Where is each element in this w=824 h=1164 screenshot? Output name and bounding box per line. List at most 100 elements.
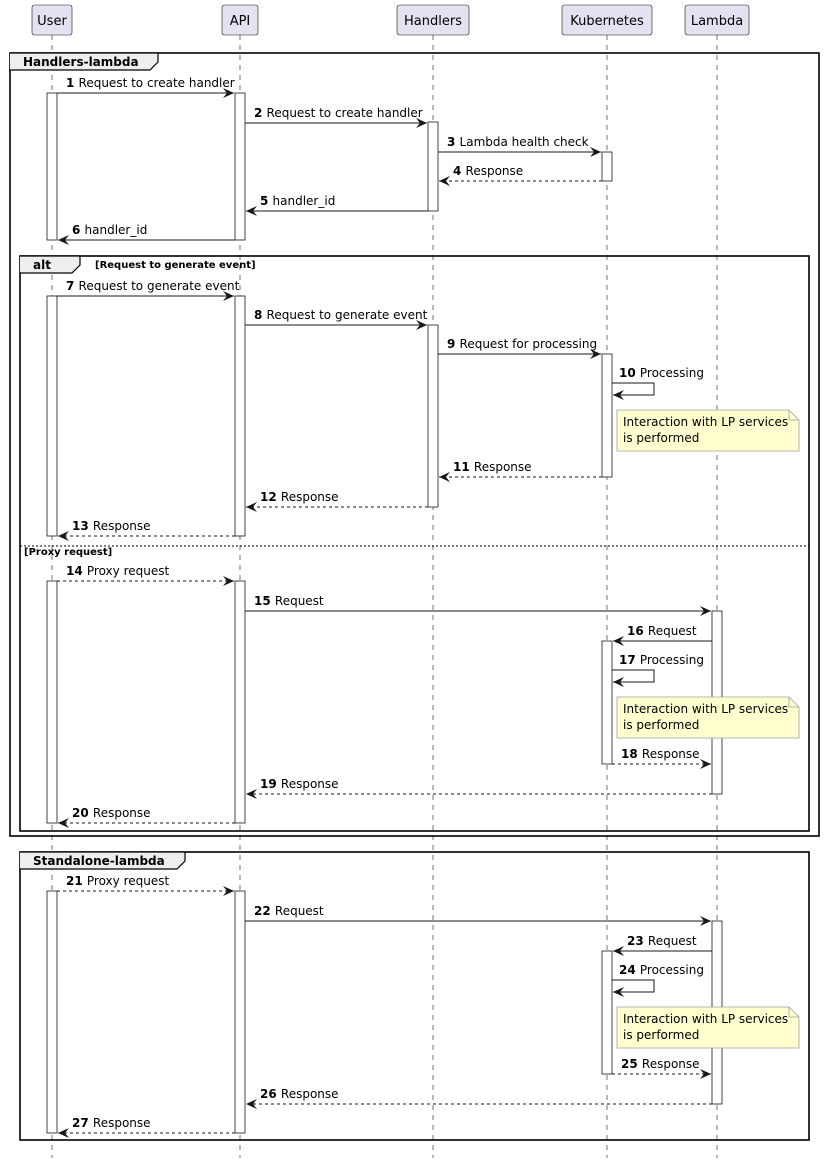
message-text: Processing [640, 366, 704, 380]
message-text: Request to create handler [267, 106, 423, 120]
message-label: 8 Request to generate event [254, 308, 428, 322]
frame-title: Handlers-lambda [23, 55, 139, 69]
message-number: 10 [619, 366, 640, 380]
message-12: 12 Response [246, 490, 428, 512]
message-number: 18 [621, 747, 642, 761]
note-text: Interaction with LP services [623, 702, 788, 716]
activation-bar-api [234, 92, 246, 241]
message-text: Processing [640, 963, 704, 977]
message-5: 5 handler_id [246, 194, 428, 216]
message-label: 1 Request to create handler [66, 76, 235, 90]
message-number: 8 [254, 308, 267, 322]
participant-box [221, 4, 259, 36]
message-number: 4 [453, 164, 466, 178]
participant-kubernetes: Kubernetes [561, 4, 653, 36]
note-fold [788, 1007, 799, 1018]
participant-handlers: Handlers [396, 4, 470, 36]
message-13: 13 Response [58, 519, 235, 541]
message-text: Request [275, 904, 324, 918]
message-number: 7 [66, 279, 79, 293]
message-6: 6 handler_id [58, 223, 235, 245]
message-label: 27 Response [72, 1116, 151, 1130]
message-3: 3 Lambda health check [438, 135, 601, 157]
note-2: Interaction with LP services is performed [616, 696, 800, 739]
message-text: Request to create handler [79, 76, 235, 90]
message-text: Lambda health check [460, 135, 589, 149]
participant-label: API [230, 14, 251, 29]
message-number: 3 [447, 135, 460, 149]
message-number: 6 [72, 223, 85, 237]
message-label: 26 Response [260, 1087, 339, 1101]
participant-label: User [37, 14, 67, 29]
activation-bar-user [46, 295, 58, 537]
message-label: 16 Request [627, 624, 697, 638]
message-number: 27 [72, 1116, 93, 1130]
message-number: 17 [619, 653, 640, 667]
note-3: Interaction with LP services is performed [616, 1006, 800, 1049]
frame-title: alt [33, 258, 51, 272]
activation-bar-api [234, 890, 246, 1134]
message-22: 22 Request [245, 904, 711, 926]
activation-bar-api [234, 580, 246, 824]
message-8: 8 Request to generate event [245, 308, 428, 330]
message-label: 3 Lambda health check [447, 135, 589, 149]
message-number: 23 [627, 934, 648, 948]
message-16: 16 Request [613, 624, 712, 646]
message-20: 20 Response [58, 806, 235, 828]
message-text: Response [281, 777, 339, 791]
message-19: 19 Response [246, 777, 712, 799]
message-label: 11 Response [453, 460, 532, 474]
message-label: 22 Request [254, 904, 324, 918]
message-label: 9 Request for processing [447, 337, 597, 351]
participant-lambda: Lambda [684, 4, 750, 36]
message-label: 23 Request [627, 934, 697, 948]
message-number: 9 [447, 337, 460, 351]
frame-title: Standalone-lambda [33, 854, 165, 868]
activation-bar-handlers [427, 324, 439, 508]
note-text: is performed [623, 718, 699, 732]
message-label: 14 Proxy request [66, 564, 169, 578]
message-text: Request for processing [460, 337, 598, 351]
note-fold [788, 410, 799, 421]
message-text: Response [642, 1057, 700, 1071]
participant-box [396, 4, 470, 36]
activation-bar-user [46, 580, 58, 824]
message-number: 25 [621, 1057, 642, 1071]
message-number: 19 [260, 777, 281, 791]
message-10: 10 Processing [612, 366, 704, 400]
message-number: 20 [72, 806, 93, 820]
message-number: 24 [619, 963, 640, 977]
frame-border [9, 52, 820, 837]
message-label: 12 Response [260, 490, 339, 504]
message-text: Response [93, 806, 151, 820]
activation-bar-kubernetes [601, 151, 613, 182]
frame-tab [10, 52, 159, 71]
note-fold [788, 697, 799, 708]
message-14: 14 Proxy request [57, 564, 234, 586]
note-box [616, 1006, 800, 1049]
frame-standalone-lambda: Standalone-lambda [19, 851, 810, 1141]
message-1: 1 Request to create handler [57, 76, 235, 98]
message-label: 18 Response [621, 747, 700, 761]
participant-box [684, 4, 750, 36]
participant-label: Handlers [404, 14, 462, 29]
frame-tab [20, 255, 81, 274]
message-number: 14 [66, 564, 87, 578]
message-17: 17 Processing [612, 653, 704, 687]
note-text: is performed [623, 431, 699, 445]
note-text: Interaction with LP services [623, 1012, 788, 1026]
frame-alt: alt[Request to generate event] [19, 255, 810, 832]
message-label: 25 Response [621, 1057, 700, 1071]
message-number: 16 [627, 624, 648, 638]
message-number: 21 [66, 874, 87, 888]
note-box [616, 409, 800, 452]
frame-tab [20, 851, 186, 870]
note-text: is performed [623, 1028, 699, 1042]
participant-user: User [31, 4, 73, 36]
message-25: 25 Response [612, 1057, 711, 1079]
activation-bar-user [46, 92, 58, 241]
activation-bar-handlers [427, 121, 439, 212]
message-label: 20 Response [72, 806, 151, 820]
